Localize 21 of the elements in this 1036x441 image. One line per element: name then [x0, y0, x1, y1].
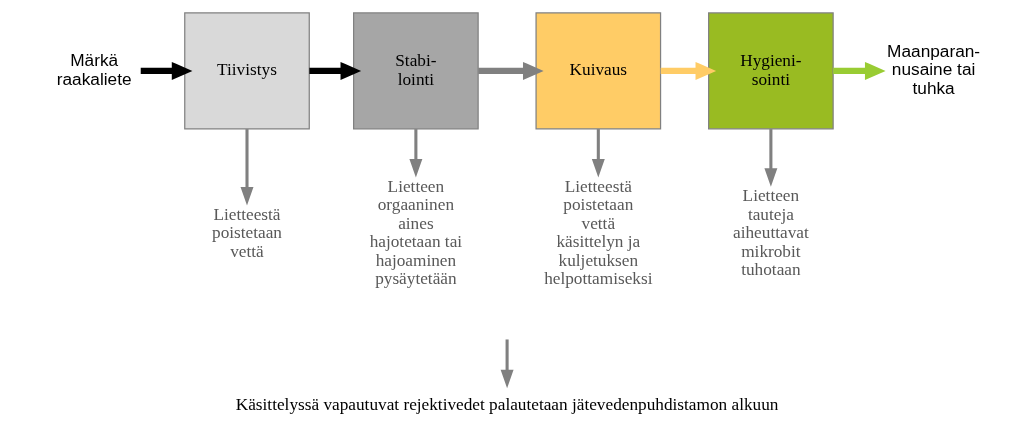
node-text: Maanparan- nusaine tai tuhka: [886, 40, 980, 98]
arrow: [477, 61, 544, 80]
arrow: [763, 129, 777, 187]
node-box: Hygieni- sointi: [707, 12, 834, 130]
node-box: Tiivistys: [183, 12, 310, 130]
arrow: [591, 129, 605, 178]
arrow: [308, 61, 361, 80]
node-text: Lietteestä poistetaan vettä käsittelyn ja kuljetuksen helpottamiseksi: [543, 176, 652, 289]
node-box: Stabi- lointi: [352, 12, 479, 130]
arrow: [832, 61, 886, 80]
arrow: [140, 61, 192, 80]
arrow: [500, 339, 514, 389]
node-text: Lietteen orgaaninen aines hajotetaan tai hajoaminen pysäytetään: [369, 176, 462, 289]
node-text: Käsittelyssä vapautuvat rejektivedet palautetaan jätevedenpuhdistamon alkuun: [235, 395, 778, 415]
node-text: Lietteen tauteja aiheuttavat mikrobit tuhotaan: [732, 186, 809, 280]
arrow: [408, 129, 422, 178]
arrow: [240, 129, 253, 206]
node-text: Märkä raakaliete: [56, 50, 132, 89]
arrow: [660, 61, 716, 80]
node-box: Kuivaus: [534, 12, 661, 130]
node-text: Lietteestä poistetaan vettä: [211, 204, 282, 261]
